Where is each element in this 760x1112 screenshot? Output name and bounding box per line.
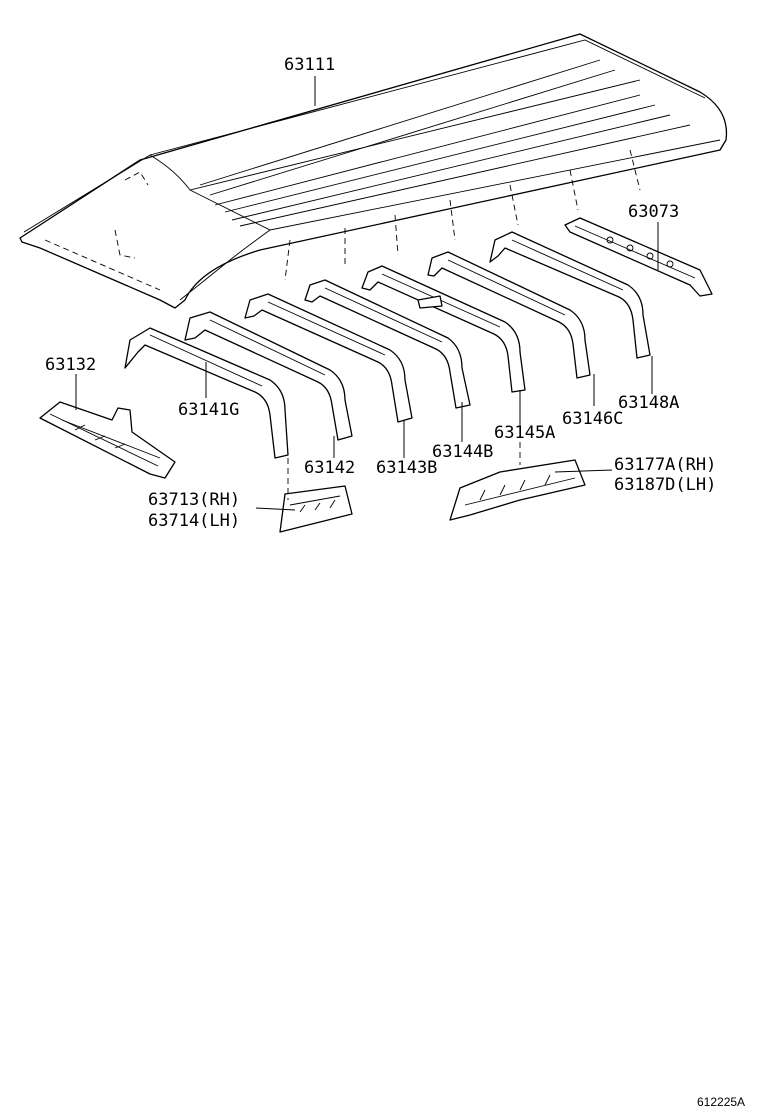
roof-bow-63142 (184, 311, 353, 441)
label-63146C: 63146C (562, 409, 623, 429)
side-reinforcement-rear (449, 459, 586, 521)
side-reinforcement-front (279, 485, 353, 533)
label-63142: 63142 (304, 458, 355, 478)
label-63132: 63132 (45, 355, 96, 375)
label-63143B: 63143B (376, 458, 437, 478)
label-63148A: 63148A (618, 393, 679, 413)
label-63141G: 63141G (178, 400, 239, 420)
part-labels: 63111 63073 63132 63141G 63142 63143B 63… (45, 55, 716, 531)
figure-code: 612225A (697, 1095, 745, 1109)
label-63187D-lh: 63187D(LH) (614, 475, 716, 495)
roof-bow-63143B (244, 293, 413, 423)
roof-bow-63145A (361, 265, 526, 393)
label-63713-rh: 63713(RH) (148, 490, 240, 510)
roof-bow-63144B (304, 279, 471, 409)
roof-bow-63148A (489, 231, 651, 359)
rear-header-panel (564, 217, 713, 297)
label-63177A-rh: 63177A(RH) (614, 455, 716, 475)
front-header-panel (39, 401, 176, 479)
label-63714-lh: 63714(LH) (148, 511, 240, 531)
label-63073: 63073 (628, 202, 679, 222)
roof-bow-63141G (124, 327, 289, 459)
label-63145A: 63145A (494, 423, 555, 443)
label-63111: 63111 (284, 55, 335, 75)
roof-bow-63146C (427, 251, 591, 379)
roof-panel (19, 33, 728, 309)
label-63144B: 63144B (432, 442, 493, 462)
leader-lines (75, 76, 659, 511)
